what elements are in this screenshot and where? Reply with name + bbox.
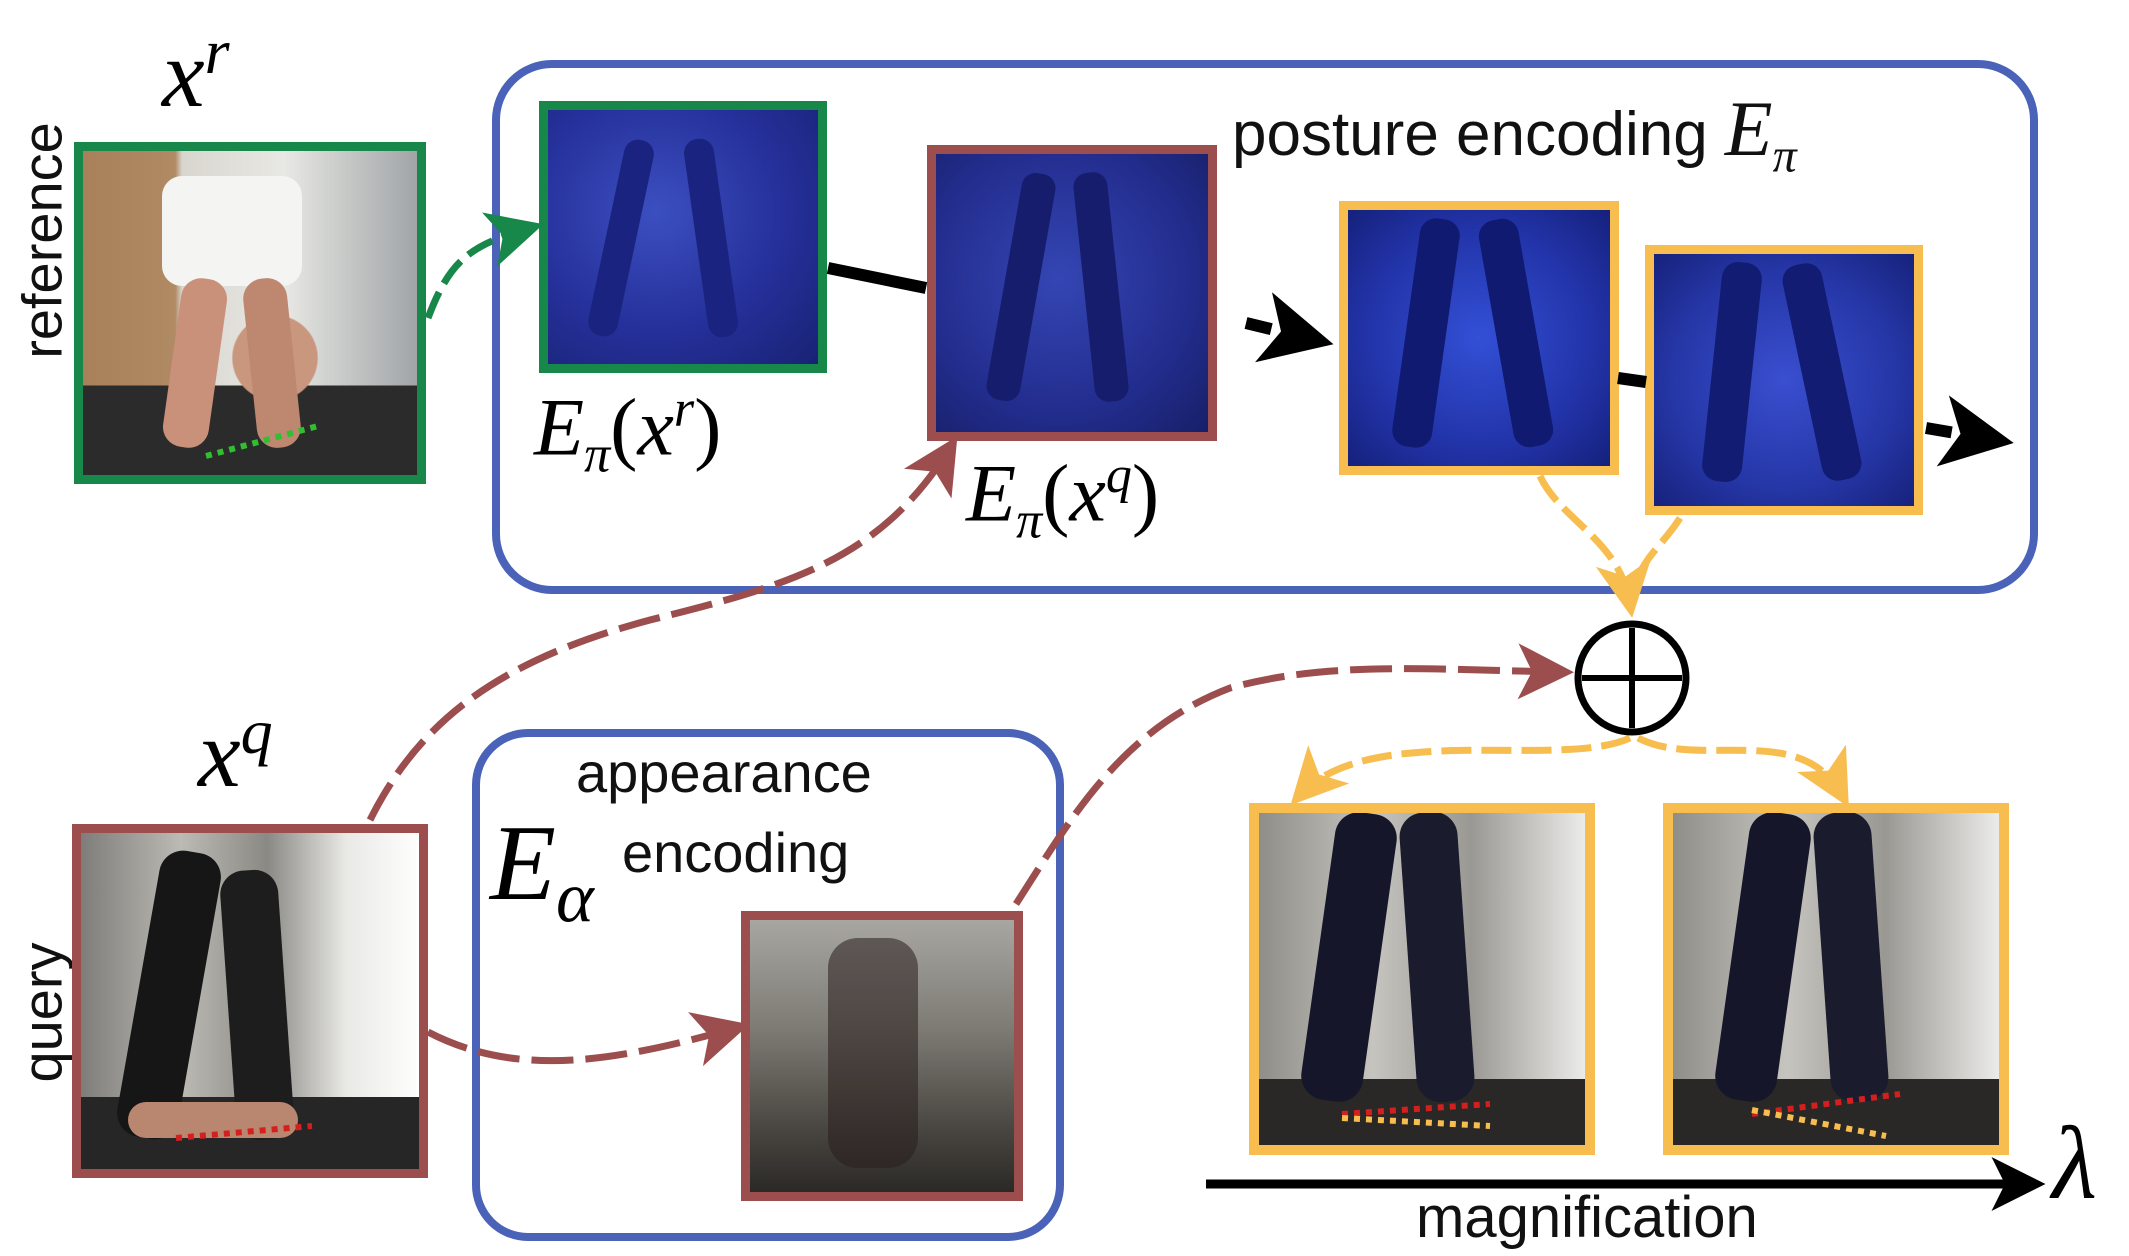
- reference-image-title: xr: [162, 16, 230, 127]
- circled-plus-icon: [1574, 620, 1690, 736]
- posture-line-segment-2: [1617, 372, 1647, 388]
- magnified-output-1-image: [1258, 812, 1586, 1146]
- appearance-encoding-image: [748, 918, 1016, 1194]
- extrapolated-encoding-2-image: [1652, 252, 1916, 508]
- query-image-title: xq: [198, 696, 273, 807]
- posture-encoding-symbol: Eπ: [1724, 85, 1797, 183]
- posture-encoding-xr-frame: [539, 101, 827, 373]
- posture-encoding-xr-image: [546, 108, 820, 366]
- query-foot-line: [175, 1123, 313, 1141]
- extrapolated-encoding-2-frame: [1645, 245, 1923, 515]
- arrow-query-to-appearance: [426, 1012, 750, 1067]
- arrow-appearance-to-combine: [1013, 643, 1574, 906]
- output1-foot-line-red: [1341, 1101, 1491, 1117]
- magnified-output-1-frame: [1249, 803, 1595, 1155]
- query-photo-frame: [72, 824, 428, 1178]
- appearance-encoding-symbol: Eα: [490, 804, 594, 938]
- output2-foot-line-red: [1751, 1091, 1901, 1117]
- posture-encoding-title: posture encoding Eπ: [1232, 84, 1797, 184]
- posture-extrapolation-arrow-1: [1244, 292, 1334, 363]
- appearance-label-line2: encoding: [622, 821, 850, 884]
- arrow-reference-to-posture: [424, 212, 544, 320]
- reference-photo: [80, 148, 420, 478]
- posture-encoding-xq-image: [934, 152, 1210, 434]
- arrow-combine-to-output1: [1290, 734, 1632, 806]
- arrow-encoding2-to-combine: [1628, 516, 1683, 605]
- query-photo: [78, 830, 422, 1172]
- output2-foot-line-orange: [1751, 1107, 1887, 1139]
- arrow-combine-to-output2: [1636, 734, 1849, 808]
- output1-foot-line-orange: [1341, 1115, 1491, 1129]
- arrow-query-to-posture: [366, 436, 958, 822]
- posture-line-segment-1: [826, 262, 928, 294]
- extrapolated-encoding-1-image: [1346, 208, 1612, 468]
- posture-encoding-xq-frame: [927, 145, 1217, 441]
- appearance-encoding-blur-legs: [828, 938, 918, 1168]
- extrapolated-encoding-1-frame: [1339, 201, 1619, 475]
- posture-encoding-xr-label: Eπ(xr): [534, 381, 722, 484]
- posture-encoding-text: posture encoding: [1232, 100, 1708, 169]
- reference-photo-shorts: [162, 176, 302, 286]
- reference-foot-line: [205, 423, 319, 459]
- magnified-output-2-frame: [1663, 803, 2009, 1155]
- magnified-output-2-image: [1672, 812, 2000, 1146]
- appearance-encoding-panel: [472, 729, 1064, 1241]
- posture-encoding-xq-label: Eπ(xq): [966, 447, 1160, 550]
- posture-extrapolation-arrow-2: [1924, 395, 2014, 467]
- magnification-label: magnification: [1416, 1185, 1758, 1250]
- appearance-label-line1: appearance: [576, 741, 872, 804]
- lambda-symbol: λ: [2052, 1106, 2098, 1221]
- posture-encoding-panel: [492, 60, 2038, 594]
- arrow-encoding1-to-combine: [1536, 474, 1652, 618]
- reference-photo-frame: [74, 142, 426, 484]
